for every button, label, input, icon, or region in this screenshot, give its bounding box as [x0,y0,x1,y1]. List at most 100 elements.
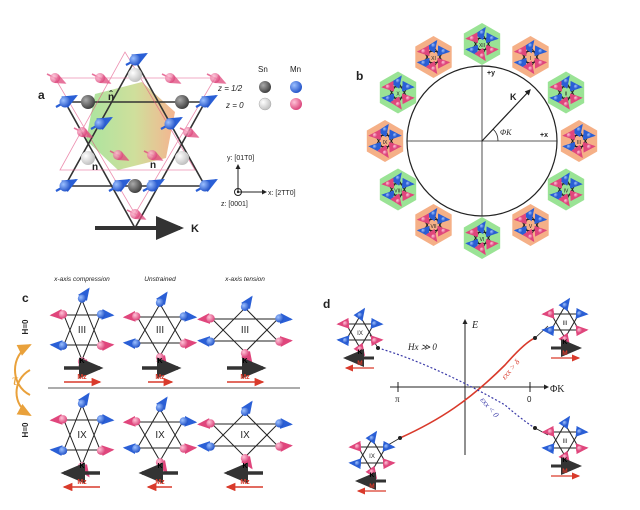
mn-atom-blue [563,78,569,84]
col-title-tension: x-axis tension [224,276,265,283]
mn-atom-pink [469,230,475,235]
tau-arrow-up [14,344,32,396]
panel-c: c x-axis compression Unstrained x-axis t… [12,276,300,492]
domain-label: IX [369,453,375,460]
mn-atom-blue [563,175,569,181]
mn-atom-blue [421,228,426,233]
triangle-down [63,314,101,362]
mn-atom-pink [183,127,193,137]
triangle-down [357,446,387,472]
kagome-unit: III [197,295,293,365]
triangle-up [211,412,279,447]
mn-atom-pink [421,217,426,222]
mn-atom-pink [395,101,401,107]
domain-label: XII [479,43,485,49]
domain-label: I [530,56,531,62]
mn-atom-blue [146,180,158,192]
triangle-down [550,313,580,339]
mn-atom-pink [132,312,141,321]
kagome-unit: III [541,297,589,347]
mn-atom-blue [562,420,568,426]
mn-atom-pink [240,454,250,463]
highlight-hexagon [86,82,175,170]
triangle-up [550,305,580,331]
mn-atom-blue [96,415,106,424]
mn-atom-pink [489,47,495,52]
domain-label: IX [383,140,388,146]
axis-z-label: z: [0001] [221,201,248,208]
mn-atom-blue [577,311,583,317]
mn-atom-pink [96,446,106,455]
mn-atom-pink [385,181,391,186]
mn-atom-pink [421,49,426,54]
mn-atom-pink [382,150,388,155]
sn-atom [175,95,189,109]
n-right-label: n [150,160,156,171]
mn-atom-pink [342,321,348,327]
mn-atom-pink [479,247,485,252]
panel-d-label: d [323,297,330,311]
mn-atom-pink [179,444,188,453]
mn-atom-pink [586,144,592,149]
mn-atom-blue [573,84,579,89]
mn-atom-blue [96,310,106,319]
mn-atom-pink [130,209,140,219]
domain-label: III [577,140,581,146]
m-label-c: Mz [77,374,87,381]
mn-atom-blue [566,144,572,149]
domain-label: V [529,224,533,230]
domain-label: IX [77,430,87,441]
mn-atom-blue [132,444,141,453]
kagome-unit: III [562,123,596,159]
k-label-c: K [157,463,162,470]
mn-atom-blue [479,224,485,229]
kagome-unit: IV [549,172,583,207]
domain-label: VIII [394,189,402,195]
phi-arc [492,128,499,142]
mn-atom-pink [518,49,523,54]
mn-atom-blue [576,127,582,132]
mn-atom-pink [566,133,572,138]
mn-atom-pink [405,96,411,101]
mn-atom-pink [528,234,533,239]
kagome-unit: XI [416,39,451,75]
k-label-d: K [358,349,363,356]
triangle-down [136,421,184,462]
red-curve [399,337,536,439]
domain-label: X [396,92,400,98]
mn-atom-pink [147,150,157,160]
mn-atom-pink [95,73,105,83]
panel-c-label: c [22,291,29,305]
sn-atom [81,95,95,109]
mn-atom-pink [441,60,446,65]
mn-atom-blue [547,327,553,333]
mn-atom-pink [113,150,123,160]
mn-atom-blue [206,442,215,451]
mn-atom-pink [354,444,360,450]
mn-atom-blue [342,337,348,343]
n-left-label: n [92,162,98,173]
mn-atom-blue [164,118,176,130]
kagome-unit: IX [49,392,115,478]
kagome-unit: VIII [381,172,415,207]
mn-atom-blue [77,399,87,408]
triangle-up [63,298,101,346]
mn-atom-pink [58,310,68,319]
mn-atom-pink [132,417,141,426]
mn-atom-pink [179,339,188,348]
domain-label: III [562,438,567,445]
mn-atom-blue [155,298,165,307]
triangle-up [136,408,184,449]
m-label-d: M [562,468,567,475]
kagome-unit: VI [465,220,499,256]
domain-label: XI [431,56,436,62]
kagome-unit: IX [197,400,293,470]
mn-atom-pink [547,429,553,435]
mn-atom-pink [385,84,391,89]
mn-atom-pink [577,445,583,451]
mn-atom-blue [132,339,141,348]
k-vector-b [481,89,531,142]
triangle-down [136,316,184,357]
mn-atom-blue [59,96,71,108]
